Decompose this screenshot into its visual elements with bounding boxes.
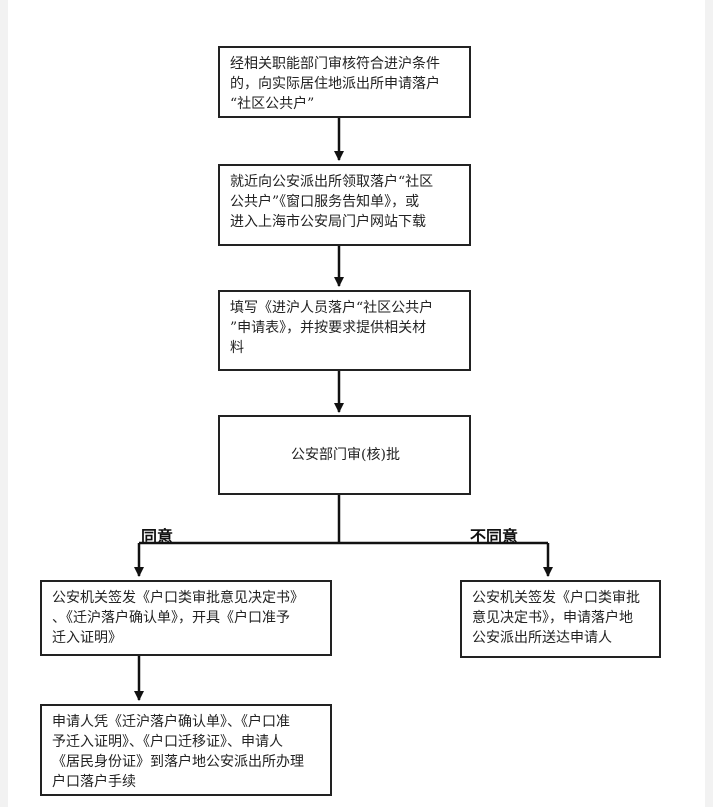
step-box-3: 填写《进沪人员落户“社区公共户 ”申请表》，并按要求提供相关材 料 [218,290,471,371]
agree-result-box: 公安机关签发《户口类审批意见决定书》 、《迁沪落户确认单》，开具《户口准予 迁入… [40,580,332,656]
step-box-1: 经相关职能部门审核符合进沪条件 的，向实际居住地派出所申请落户 “社区公共户” [218,46,471,118]
flowchart-page [8,0,705,807]
step-box-2: 就近向公安派出所领取落户“社区 公共户”《窗口服务告知单》，或 进入上海市公安局… [218,164,471,246]
step-box-approval: 公安部门审(核)批 [218,415,471,495]
disagree-label: 不同意 [470,527,519,546]
agree-label: 同意 [141,527,174,546]
disagree-result-box: 公安机关签发《户口类审批 意见决定书》，申请落户地 公安派出所送达申请人 [460,580,661,658]
final-step-box: 申请人凭《迁沪落户确认单》、《户口准 予迁入证明》、《户口迁移证》、申请人 《居… [40,704,332,796]
